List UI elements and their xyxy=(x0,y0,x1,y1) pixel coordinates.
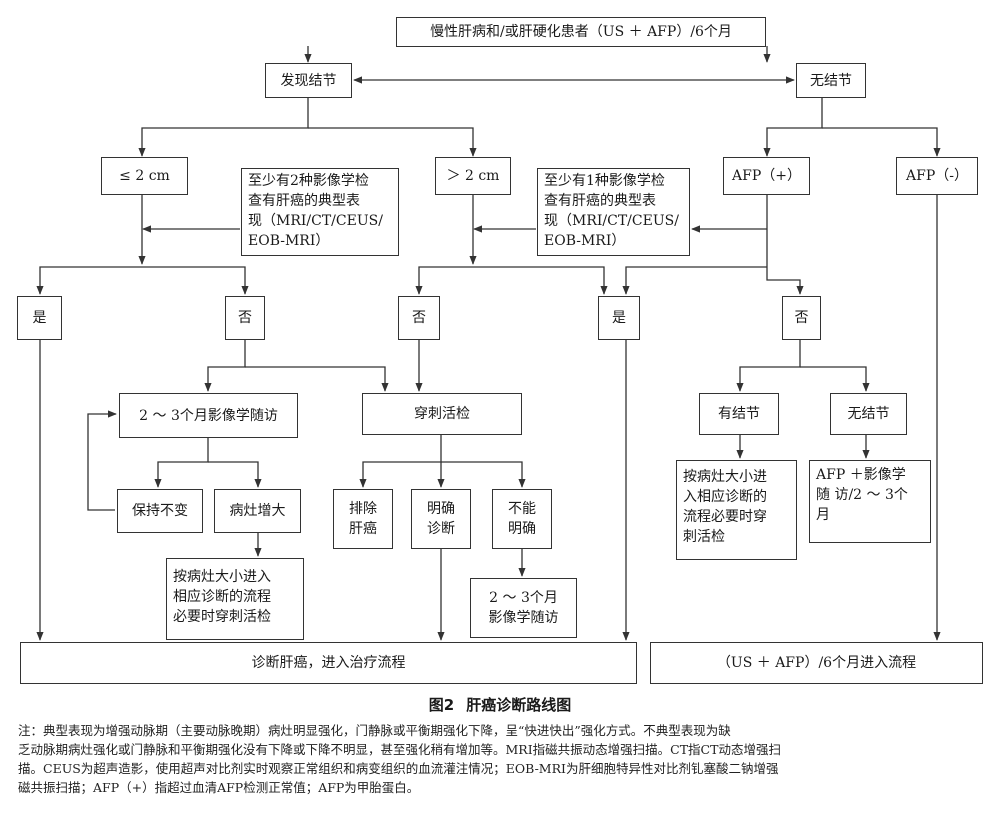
node-afp-negative: AFP（-） xyxy=(896,157,978,195)
flow-connectors xyxy=(36,46,941,641)
node-exclude-hcc: 排除肝癌 xyxy=(333,489,393,549)
node-afp-positive: AFP（+） xyxy=(723,157,810,195)
node-no-nodule: 无结节 xyxy=(830,393,907,435)
node-no-nodule-top: 无结节 xyxy=(796,63,866,98)
node-size-protocol-right: 按病灶大小进入相应诊断的 流程必要时穿刺活检 xyxy=(676,460,797,560)
node-criteria-one-imaging: 至少有1种影像学检查有肝癌的典型表 现（MRI/CT/CEUS/EOB-MRI） xyxy=(537,168,690,256)
node-size-protocol-left: 按病灶大小进入相应诊断的流程 必要时穿刺活检 xyxy=(166,558,304,640)
node-yes-right: 是 xyxy=(598,296,640,340)
node-imaging-followup-left: 2 ～ 3个月影像学随访 xyxy=(119,393,298,438)
node-afp-imaging-followup: AFP ＋影像学随 访/2 ～ 3个 月 xyxy=(809,460,931,543)
node-nodule-found: 发现结节 xyxy=(265,63,352,98)
figure-caption: 图2 肝癌诊断路线图 xyxy=(0,694,1000,715)
node-inconclusive: 不能明确 xyxy=(492,489,552,549)
node-confirmed-diagnosis: 明确诊断 xyxy=(411,489,471,549)
figure-note: 注：典型表现为增强动脉期（主要动脉晚期）病灶明显强化，门静脉或平衡期强化下降，呈… xyxy=(18,721,984,797)
node-stable: 保持不变 xyxy=(117,489,203,533)
node-no-middle: 否 xyxy=(398,296,440,340)
note-line: 描。CEUS为超声造影，使用超声对比剂实时观察正常组织和病变组织的血流灌注情况；… xyxy=(18,761,779,776)
node-size-gt-2cm: ＞ 2 cm xyxy=(435,157,511,195)
figure-title: 肝癌诊断路线图 xyxy=(466,696,572,714)
node-has-nodule: 有结节 xyxy=(699,393,779,435)
note-line: 磁共振扫描；AFP（+）指超过血清AFP检测正常值；AFP为甲胎蛋白。 xyxy=(18,780,420,795)
node-no-left: 否 xyxy=(225,296,265,340)
node-criteria-two-imaging: 至少有2种影像学检查有肝癌的典型表 现（MRI/CT/CEUS/EOB-MRI） xyxy=(241,168,399,256)
node-diagnose-hcc-treatment: 诊断肝癌，进入治疗流程 xyxy=(20,642,637,684)
node-surveillance-population: 慢性肝病和/或肝硬化患者（US ＋ AFP）/6个月 xyxy=(396,17,766,47)
node-yes-left: 是 xyxy=(17,296,62,340)
node-imaging-followup-middle: 2 ～ 3个月影像学随访 xyxy=(470,578,577,638)
node-enlarged: 病灶增大 xyxy=(214,489,301,533)
figure-label: 图2 xyxy=(428,696,455,714)
node-reenter-surveillance: （US ＋ AFP）/6个月进入流程 xyxy=(650,642,983,684)
node-no-right: 否 xyxy=(782,296,821,340)
note-line: 注：典型表现为增强动脉期（主要动脉晚期）病灶明显强化，门静脉或平衡期强化下降，呈… xyxy=(18,723,731,738)
note-line: 乏动脉期病灶强化或门静脉和平衡期强化没有下降或下降不明显，甚至强化稍有增加等。M… xyxy=(18,742,781,757)
node-size-le-2cm: ≤ 2 cm xyxy=(101,157,188,195)
node-biopsy: 穿刺活检 xyxy=(362,393,522,435)
